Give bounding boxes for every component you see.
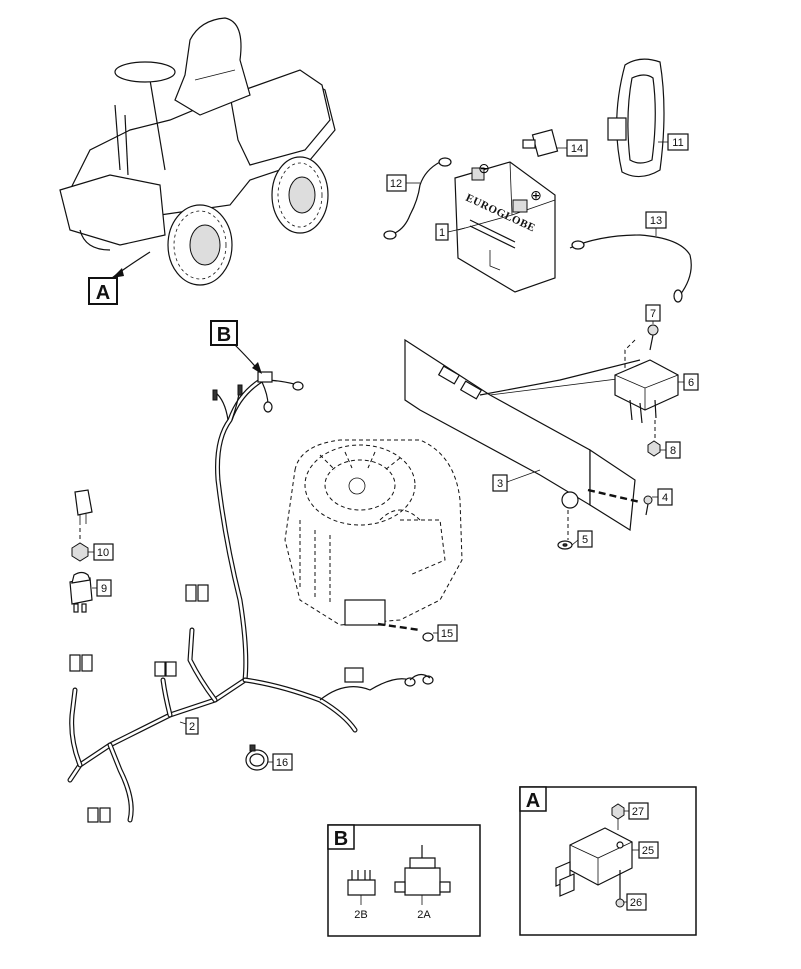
battery: EUROGLOBE ⊖ ⊕ — [454, 160, 556, 293]
wiring-harness — [67, 344, 434, 823]
callout-14: 14 — [571, 143, 583, 155]
callout-7: 7 — [650, 308, 656, 320]
positive-cable — [569, 234, 692, 296]
callout-6: 6 — [688, 377, 694, 389]
switch-9 — [69, 571, 93, 613]
callout-27: 27 — [632, 806, 644, 818]
svg-text:A: A — [96, 282, 110, 304]
svg-text:B: B — [217, 324, 231, 346]
callout-4: 4 — [662, 492, 668, 504]
callout-26: 26 — [630, 897, 642, 909]
callout-1: 1 — [439, 227, 445, 239]
callout-8: 8 — [670, 445, 676, 457]
callout-3: 3 — [497, 478, 503, 490]
callout-9: 9 — [101, 583, 107, 595]
callout-10: 10 — [97, 547, 109, 559]
svg-text:B: B — [334, 828, 348, 850]
nut-8 — [647, 420, 661, 457]
connector-14 — [522, 129, 559, 157]
callouts: 1 12 13 14 11 7 6 8 3 4 — [88, 133, 699, 921]
view-b-marker: B — [210, 320, 238, 346]
callout-11: 11 — [672, 137, 683, 149]
key-connector — [74, 489, 93, 540]
svg-text:⊖: ⊖ — [478, 160, 490, 176]
callout-2a: 2A — [417, 909, 431, 921]
view-a-marker: A — [88, 277, 118, 305]
callout-25: 25 — [642, 845, 654, 857]
callout-12: 12 — [390, 178, 402, 190]
callout-2b: 2B — [354, 909, 367, 921]
bolt-4 — [587, 488, 653, 516]
callout-2: 2 — [189, 721, 195, 733]
riding-mower-illustration — [59, 17, 336, 286]
svg-text:⊕: ⊕ — [530, 187, 542, 203]
battery-strap — [607, 58, 665, 178]
callout-16: 16 — [276, 757, 288, 769]
callout-13: 13 — [650, 215, 662, 227]
callout-5: 5 — [582, 534, 588, 546]
negative-cable — [394, 161, 441, 234]
ground-wire-15 — [377, 622, 434, 642]
callout-15: 15 — [441, 628, 453, 640]
svg-text:A: A — [526, 790, 540, 812]
detail-b-box: B — [327, 824, 481, 937]
washer-5 — [557, 510, 573, 550]
screw-7 — [624, 324, 659, 370]
nut-10 — [71, 542, 89, 562]
mounting-bracket — [404, 338, 641, 532]
engine-outline — [284, 439, 463, 626]
detail-a-box: A — [519, 786, 697, 936]
relay-6 — [614, 359, 679, 424]
cable-tie-16 — [245, 744, 269, 771]
